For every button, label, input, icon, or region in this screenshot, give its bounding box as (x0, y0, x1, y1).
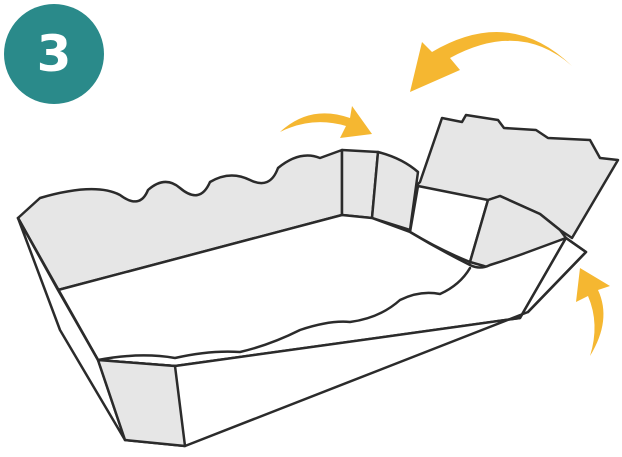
step-number: 3 (36, 25, 72, 83)
tray-right-bottom-edge (526, 236, 588, 314)
tray-corner-panel-2 (370, 150, 420, 232)
step-number-badge: 3 (4, 4, 104, 104)
curved-arrow-icon (576, 268, 610, 356)
curved-arrow-icon (280, 106, 372, 138)
tray-left-fold-line (16, 216, 100, 362)
tray-left-corner-panel (96, 358, 187, 448)
curved-arrow-icon (410, 32, 572, 92)
tray-front-rim (96, 266, 472, 362)
tray-back-wall (16, 148, 344, 292)
